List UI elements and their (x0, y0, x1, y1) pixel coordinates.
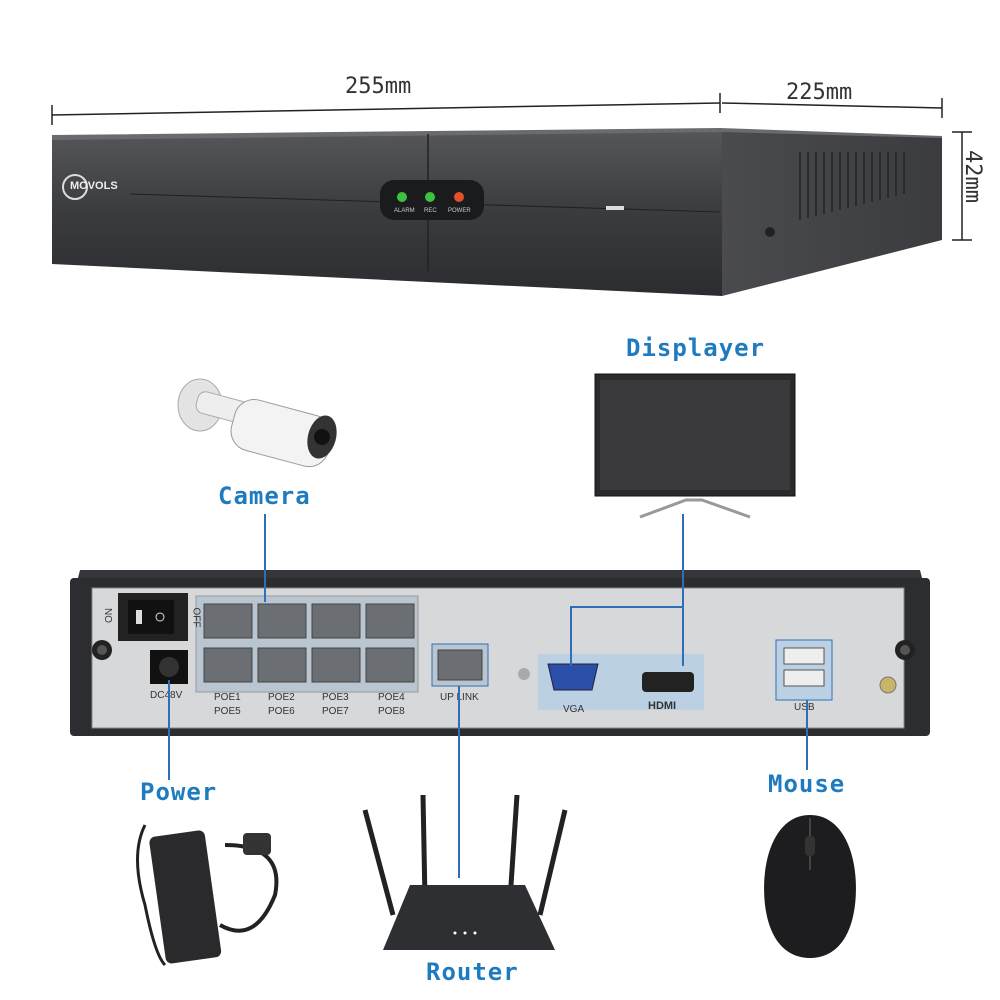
power-label: Power (140, 778, 218, 806)
vga-connector-line (570, 606, 572, 666)
dc-label: DC48V (150, 690, 183, 701)
displayer-label: Displayer (626, 334, 766, 362)
router-label: Router (426, 958, 519, 986)
depth-dimension: 225mm (786, 80, 853, 105)
switch-off-label: OFF (190, 607, 202, 628)
power-connector-line (168, 680, 170, 780)
monitor-image (594, 373, 796, 519)
width-dimension: 255mm (345, 74, 412, 99)
mouse-connector-line (806, 700, 808, 770)
camera-connector-line (264, 514, 266, 602)
display-connector-line (682, 514, 684, 666)
poe3-label: POE3 (322, 692, 349, 703)
mouse-label: Mouse (768, 770, 846, 798)
router-connector-line (458, 686, 460, 878)
camera-label: Camera (218, 482, 311, 510)
vga-label: VGA (563, 704, 585, 715)
power-adapter-image (136, 824, 279, 967)
poe8-label: POE8 (378, 706, 405, 717)
poe6-label: POE6 (268, 706, 295, 717)
camera-image (177, 378, 337, 468)
usb-label: USB (794, 702, 815, 713)
dimension-lines (51, 93, 972, 241)
mouse-image (764, 815, 856, 958)
nvr-rear-panel (70, 570, 930, 736)
poe7-label: POE7 (322, 706, 349, 717)
poe2-label: POE2 (268, 692, 295, 703)
hdmi-label: HDMI (648, 700, 677, 712)
led-rec-label: REC (424, 208, 437, 214)
poe1-label: POE1 (214, 692, 241, 703)
display-branch-line (570, 606, 683, 608)
led-power-label: POWER (448, 208, 471, 214)
brand-logo: MOVOLS (70, 180, 118, 192)
nvr-front-view (52, 128, 942, 296)
router-image (362, 794, 568, 950)
poe5-label: POE5 (214, 706, 241, 717)
switch-on-label: ON (104, 608, 115, 623)
poe4-label: POE4 (378, 692, 405, 703)
led-alarm-label: ALARM (394, 208, 415, 214)
